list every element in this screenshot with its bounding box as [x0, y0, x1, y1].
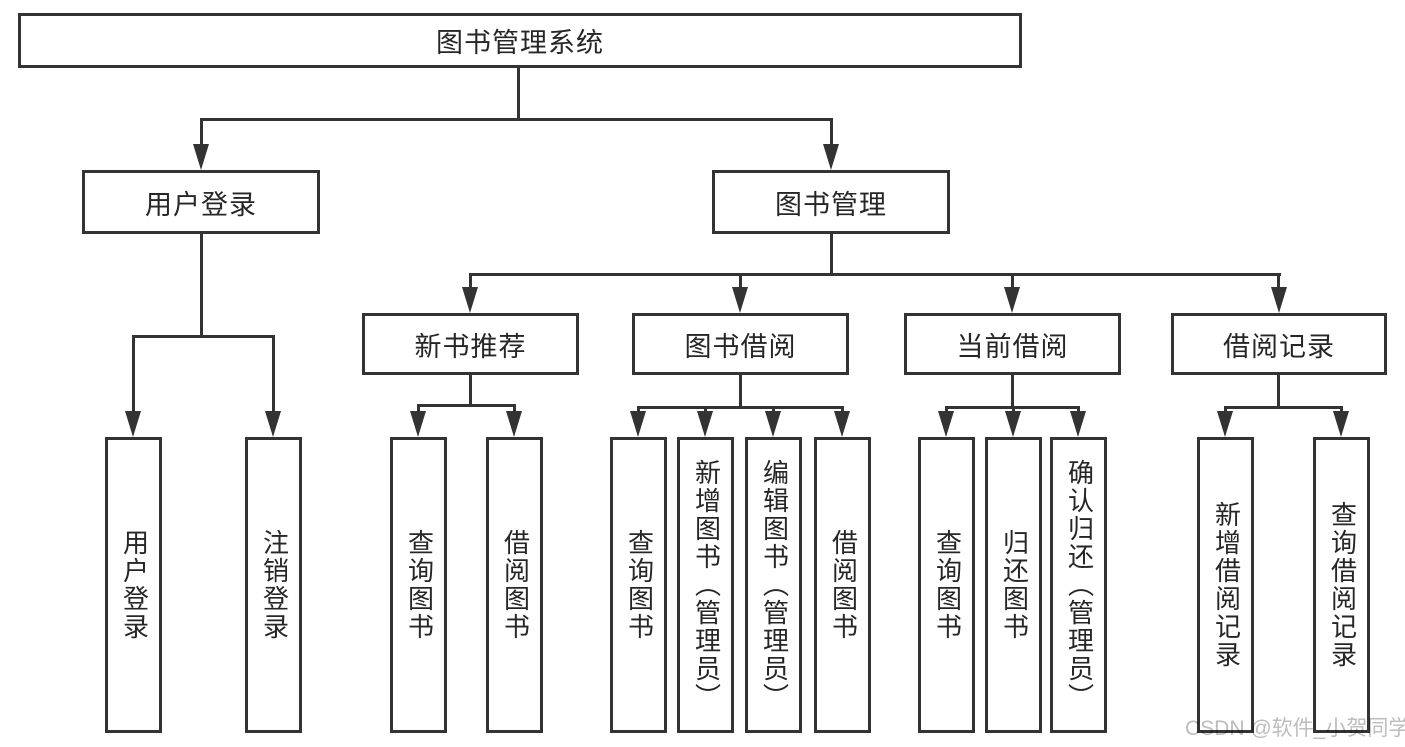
connector-line [200, 121, 203, 147]
arrowhead-icon [1271, 287, 1287, 313]
leaf-add-books-admin: 新增图书（管理员） [677, 437, 734, 733]
leaf-user-login: 用户登录 [105, 437, 162, 733]
connector-line [469, 276, 472, 290]
connector-line [1224, 406, 1343, 409]
arrowhead-icon [697, 411, 713, 437]
leaf-borrow-books-recommend: 借阅图书 [486, 437, 543, 733]
node-label: 当前借阅 [956, 331, 1069, 362]
arrowhead-icon [823, 144, 839, 170]
leaf-edit-books-admin: 编辑图书（管理员） [745, 437, 802, 733]
connector-line [1011, 276, 1014, 290]
arrowhead-icon [410, 411, 426, 437]
arrowhead-icon [1005, 411, 1021, 437]
node-borrow-records: 借阅记录 [1171, 313, 1387, 375]
leaf-label: 归还图书 [999, 529, 1030, 641]
csdn-watermark: CSDN @软件_小贺同学 [1185, 717, 1405, 740]
node-label: 图书管理系统 [436, 28, 604, 58]
arrowhead-icon [1333, 411, 1349, 437]
leaf-label: 用户登录 [119, 529, 150, 641]
node-book-borrowing: 图书借阅 [632, 313, 849, 375]
arrowhead-icon [1004, 287, 1020, 313]
arrowhead-icon [125, 411, 141, 437]
node-label: 借阅记录 [1223, 331, 1335, 362]
node-book-management: 图书管理 [712, 170, 950, 234]
leaf-query-books-borrowing: 查询图书 [610, 437, 667, 733]
arrowhead-icon [265, 411, 281, 437]
connector-line [739, 276, 742, 290]
node-label: 图书管理 [775, 189, 887, 220]
leaf-label: 新增借阅记录 [1211, 501, 1242, 669]
arrowhead-icon [630, 411, 646, 437]
arrowhead-icon [938, 411, 954, 437]
connector-line [1277, 375, 1280, 409]
leaf-label: 新增图书（管理员） [691, 459, 722, 711]
leaf-label: 查询图书 [932, 529, 963, 641]
connector-line [200, 118, 833, 121]
arrowhead-icon [834, 411, 850, 437]
connector-line [739, 375, 742, 409]
connector-line [469, 375, 472, 407]
leaf-confirm-return-admin: 确认归还（管理员） [1050, 437, 1107, 733]
node-label: 图书借阅 [684, 331, 797, 362]
arrowhead-icon [1217, 411, 1233, 437]
connector-line [945, 406, 1080, 409]
connector-line [200, 234, 203, 338]
connector-line [517, 68, 520, 121]
leaf-label: 借阅图书 [828, 529, 859, 641]
arrowhead-icon [732, 287, 748, 313]
leaf-logout: 注销登录 [245, 437, 302, 733]
connector-line [1277, 276, 1280, 290]
connector-line [830, 121, 833, 147]
arrowhead-icon [462, 287, 478, 313]
node-current-borrowing: 当前借阅 [904, 313, 1121, 375]
connector-line [830, 234, 833, 276]
connector-line [272, 338, 275, 413]
connector-line [132, 338, 135, 413]
leaf-label: 确认归还（管理员） [1064, 459, 1095, 711]
node-label: 新书推荐 [414, 331, 527, 362]
arrowhead-icon [193, 144, 209, 170]
node-new-book-recommend: 新书推荐 [362, 313, 579, 375]
leaf-return-books: 归还图书 [985, 437, 1042, 733]
leaf-borrow-books-borrowing: 借阅图书 [814, 437, 871, 733]
arrowhead-icon [1070, 411, 1086, 437]
arrowhead-icon [765, 411, 781, 437]
leaf-label: 查询借阅记录 [1327, 501, 1358, 669]
connector-line [469, 273, 1281, 276]
connector-line [1011, 375, 1014, 409]
leaf-label: 借阅图书 [500, 529, 531, 641]
leaf-label: 注销登录 [259, 529, 290, 641]
leaf-label: 编辑图书（管理员） [759, 459, 790, 711]
arrowhead-icon [506, 411, 522, 437]
connector-line [637, 406, 844, 409]
connector-line [132, 335, 275, 338]
leaf-query-borrow-record: 查询借阅记录 [1313, 437, 1370, 733]
leaf-query-books-current: 查询图书 [918, 437, 975, 733]
leaf-label: 查询图书 [404, 529, 435, 641]
leaf-query-books-recommend: 查询图书 [390, 437, 447, 733]
leaf-label: 查询图书 [624, 529, 655, 641]
node-label: 用户登录 [145, 189, 257, 220]
leaf-add-borrow-record: 新增借阅记录 [1197, 437, 1254, 733]
connector-line [417, 404, 516, 407]
node-library-management-system: 图书管理系统 [18, 13, 1022, 68]
node-user-login: 用户登录 [82, 170, 320, 234]
